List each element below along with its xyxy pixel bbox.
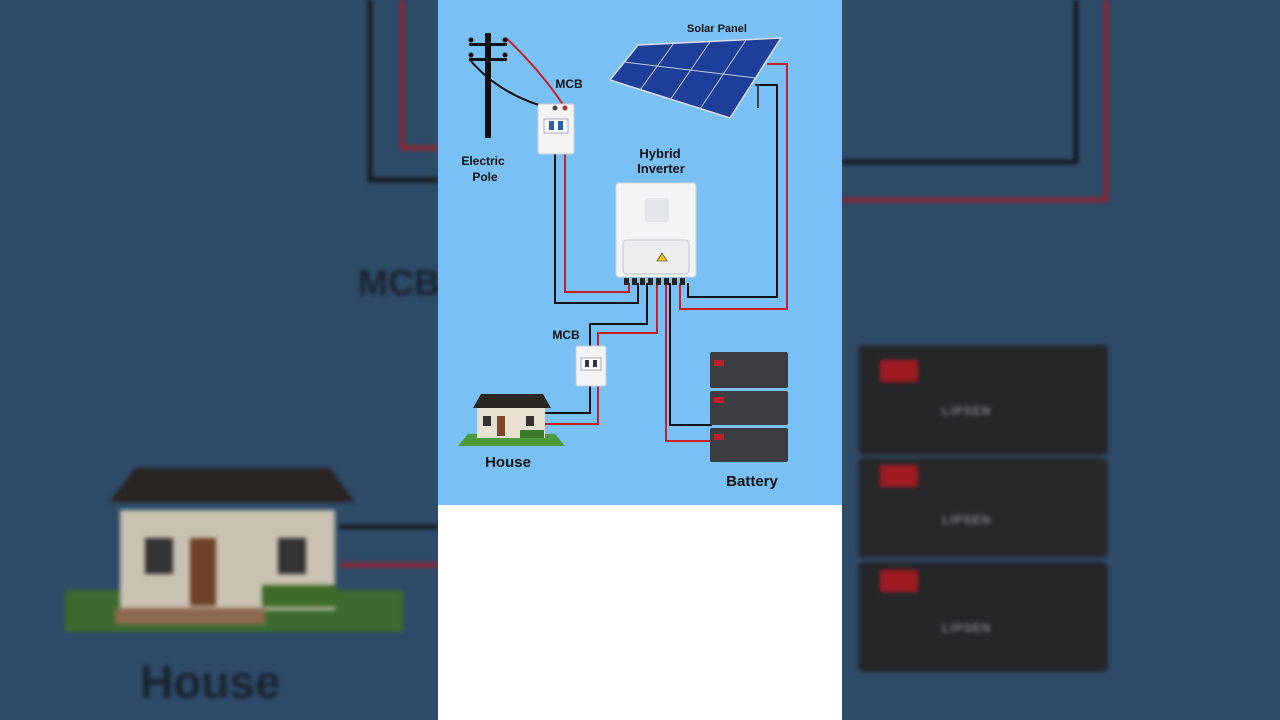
- bg-house-label: House: [140, 656, 281, 708]
- battery-icon: [710, 352, 788, 462]
- label-electric-pole-1: Electric: [461, 154, 505, 168]
- wire-mcb2-house-black: [545, 385, 591, 414]
- wire-pole-mcb-black: [469, 59, 550, 109]
- label-battery: Battery: [726, 473, 778, 490]
- wires: [469, 37, 788, 442]
- bg-mcb-label: MCB: [358, 262, 440, 303]
- mcb-bottom-icon: [575, 345, 607, 387]
- electric-pole-icon: [468, 33, 508, 138]
- bg-house-illustration: [65, 468, 403, 632]
- wire-solar-inverter-red: [679, 63, 788, 310]
- wire-mcb-inverter-black: [554, 152, 639, 304]
- wire-inverter-mcb2-black: [589, 283, 648, 348]
- wire-mcb-inverter-red: [564, 152, 630, 293]
- wire-pole-mcb-red: [505, 37, 565, 107]
- label-house: House: [485, 454, 531, 471]
- label-electric-pole-2: Pole: [472, 170, 498, 184]
- wire-solar-inverter-black: [687, 84, 778, 298]
- bg-battery-brand-1: LIPSEN: [942, 404, 992, 418]
- wire-inverter-mcb2-red: [597, 283, 658, 348]
- wire-mcb2-house-red: [545, 385, 599, 425]
- wire-inverter-battery-red: [665, 283, 712, 442]
- hybrid-inverter-icon: [615, 182, 697, 285]
- video-frame: Solar Panel MCB Electric Pole Hybrid Inv…: [438, 0, 842, 720]
- bg-battery-brand-3: LIPSEN: [942, 621, 992, 635]
- mcb-top-icon: [537, 103, 575, 155]
- label-solar-panel: Solar Panel: [687, 23, 747, 35]
- bg-battery-brand-2: LIPSEN: [942, 513, 992, 527]
- solar-panel-icon: [608, 37, 783, 119]
- label-inverter-1: Hybrid: [639, 146, 680, 161]
- house-icon: [458, 394, 565, 446]
- label-mcb-bottom: MCB: [552, 328, 580, 342]
- bg-wires: [340, 0, 1108, 567]
- label-mcb-top: MCB: [555, 77, 583, 91]
- bg-battery-illustration: [858, 345, 1108, 672]
- label-inverter-2: Inverter: [637, 161, 685, 176]
- solar-wiring-diagram: Solar Panel MCB Electric Pole Hybrid Inv…: [438, 0, 842, 505]
- wire-inverter-battery-black: [669, 283, 712, 426]
